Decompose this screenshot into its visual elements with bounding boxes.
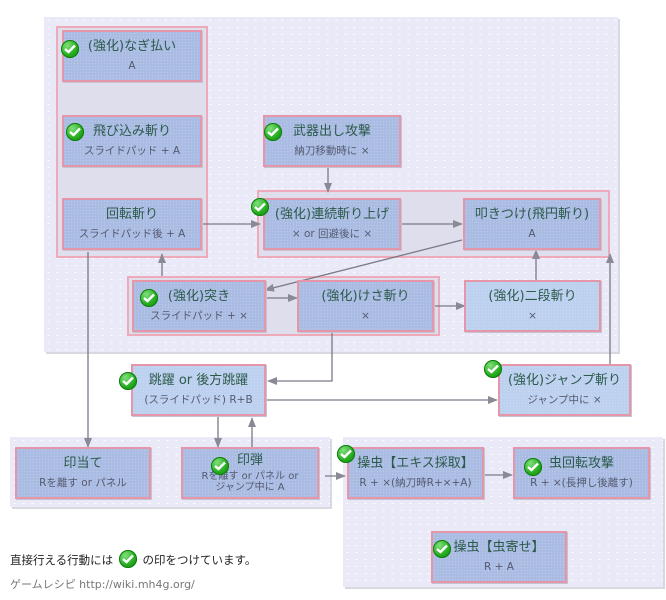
node-nidan[interactable]: (強化)二段斬り × xyxy=(464,280,601,332)
check-circle-icon xyxy=(140,289,158,307)
node-nagi[interactable]: (強化)なぎ払い A xyxy=(62,30,202,82)
node-title: 叩きつけ(飛円斬り) xyxy=(474,207,590,222)
node-title: (強化)なぎ払い xyxy=(87,39,177,54)
node-title: (強化)二段斬り xyxy=(488,289,577,304)
node-title: (強化)ジャンプ斬り xyxy=(507,373,622,388)
node-tsuki[interactable]: (強化)突き スライドパッド + × xyxy=(132,280,266,332)
check-circle-icon xyxy=(119,372,137,390)
legend-text-before: 直接行える行動には xyxy=(10,553,114,567)
node-title: 武器出し攻撃 xyxy=(292,124,371,139)
node-input: R + ×(長押し後離す) xyxy=(530,477,633,489)
node-title: 回転斬り xyxy=(105,207,158,222)
node-bukidashi[interactable]: 武器出し攻撃 納刀移動時に × xyxy=(263,115,401,167)
node-kaiten[interactable]: 回転斬り スライドパッド後 + A xyxy=(62,198,202,250)
check-circle-icon xyxy=(524,458,542,476)
node-input: A xyxy=(128,60,136,72)
node-title: 印弾 xyxy=(236,453,263,468)
node-input: (スライドパッド) R+B xyxy=(144,394,253,406)
node-mushiyose[interactable]: 操虫【虫寄せ】 R + A xyxy=(431,531,567,583)
check-circle-icon xyxy=(433,540,451,558)
node-shirushiate[interactable]: 印当て Rを離す or パネル xyxy=(15,447,151,499)
legend-note: 直接行える行動には の印をつけています。 xyxy=(10,550,256,568)
node-input: × xyxy=(361,310,370,322)
node-input: ジャンプ中に × xyxy=(527,394,602,406)
node-ekisu[interactable]: 操虫【エキス採取】 R + ×(納刀時R+×+A) xyxy=(347,447,484,499)
check-circle-icon xyxy=(337,445,355,463)
node-input: A xyxy=(528,228,536,240)
node-input-line2: ジャンプ中に A xyxy=(215,482,285,493)
node-indan[interactable]: 印弾 Rを離す or パネル or ジャンプ中に A xyxy=(181,447,319,499)
node-title: 飛び込み斬り xyxy=(92,124,171,139)
node-jump[interactable]: (強化)ジャンプ斬り ジャンプ中に × xyxy=(498,364,631,416)
node-input: スライドパッド + × xyxy=(150,310,248,322)
node-title: (強化)連続斬り上げ xyxy=(274,207,390,222)
check-circle-icon xyxy=(118,550,137,568)
node-input: R + ×(納刀時R+×+A) xyxy=(359,477,472,489)
node-input: Rを離す or パネル xyxy=(39,477,127,489)
node-kesa[interactable]: (強化)けさ斬り × xyxy=(297,280,434,332)
check-circle-icon xyxy=(61,40,79,58)
node-title: (強化)けさ斬り xyxy=(321,289,410,304)
node-input: スライドパッド + A xyxy=(83,145,181,157)
check-circle-icon xyxy=(484,360,502,378)
node-input: スライドパッド後 + A xyxy=(78,228,186,240)
node-tatakitsuke[interactable]: 叩きつけ(飛円斬り) A xyxy=(463,198,601,250)
check-circle-icon xyxy=(211,457,229,475)
node-title: 操虫【虫寄せ】 xyxy=(453,540,545,555)
node-title: 虫回転攻撃 xyxy=(548,456,614,471)
legend-text-after: の印をつけています。 xyxy=(142,553,257,567)
node-mushikaiten[interactable]: 虫回転攻撃 R + ×(長押し後離す) xyxy=(513,447,650,499)
node-title: (強化)突き xyxy=(167,289,231,304)
node-renzoku[interactable]: (強化)連続斬り上げ × or 回避後に × xyxy=(263,198,401,250)
node-input: × xyxy=(528,310,537,322)
check-circle-icon xyxy=(264,123,282,141)
edge-kesa-choyaku xyxy=(267,332,333,385)
node-choyaku[interactable]: 跳躍 or 後方跳躍 (スライドパッド) R+B xyxy=(131,364,266,416)
node-tobikomi[interactable]: 飛び込み斬り スライドパッド + A xyxy=(62,115,202,167)
node-input-line1: Rを離す or パネル or xyxy=(201,471,299,482)
node-title: 操虫【エキス採取】 xyxy=(357,456,474,471)
node-title: 印当て xyxy=(63,456,103,471)
credit-text: ゲームレシピ http://wiki.mh4g.org/ xyxy=(10,578,195,591)
node-title: 跳躍 or 後方跳躍 xyxy=(148,373,249,388)
check-circle-icon xyxy=(251,198,269,216)
node-input: × or 回避後に × xyxy=(291,228,373,240)
check-circle-icon xyxy=(66,123,84,141)
node-input: R + A xyxy=(484,561,514,573)
node-input: 納刀移動時に × xyxy=(294,145,370,157)
